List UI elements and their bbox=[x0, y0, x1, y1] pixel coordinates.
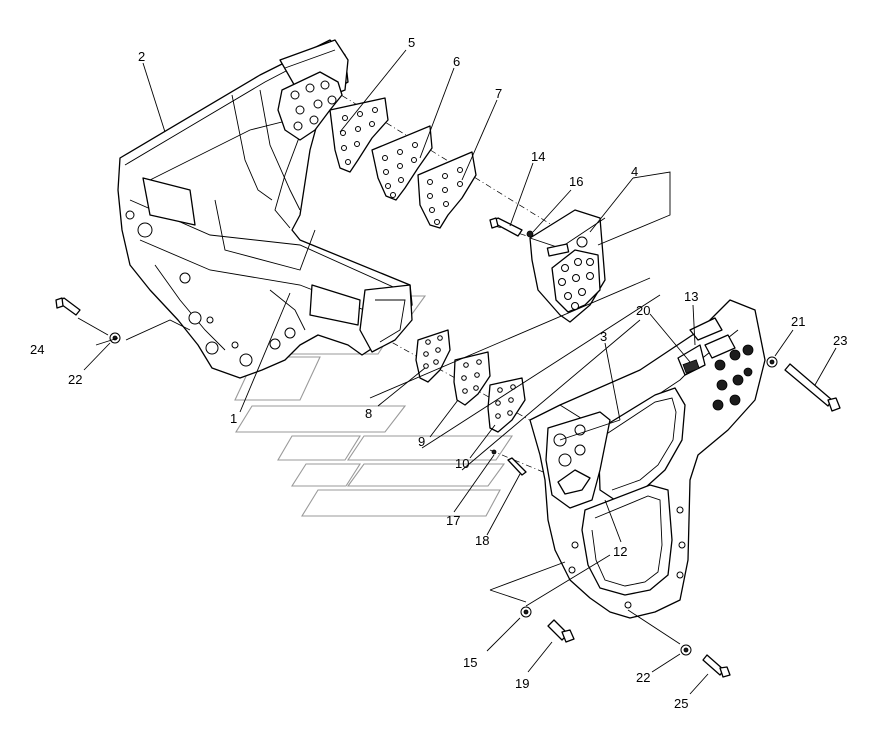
bolt-24 bbox=[55, 297, 81, 316]
leader-lines bbox=[77, 49, 837, 695]
callout-2: 2 bbox=[138, 49, 145, 64]
callout-15: 15 bbox=[463, 655, 477, 670]
callout-8: 8 bbox=[365, 406, 372, 421]
callout-21: 21 bbox=[791, 314, 805, 329]
pin-17 bbox=[491, 449, 497, 455]
washer-22-bottom bbox=[680, 644, 692, 656]
callout-labels: 1 2 3 4 5 6 7 8 9 10 12 13 14 15 16 17 1… bbox=[30, 35, 847, 711]
frame-top-wear-plate bbox=[277, 71, 343, 141]
callout-22-bottom: 22 bbox=[636, 670, 650, 685]
callout-3: 3 bbox=[600, 329, 607, 344]
wear-plate-8 bbox=[415, 329, 451, 383]
callout-4: 4 bbox=[631, 164, 638, 179]
callout-1: 1 bbox=[230, 411, 237, 426]
callout-25: 25 bbox=[674, 696, 688, 711]
washer-21 bbox=[766, 356, 778, 368]
bolt-14 bbox=[489, 217, 523, 237]
callout-5: 5 bbox=[408, 35, 415, 50]
wear-plate-10 bbox=[487, 377, 526, 433]
bolt-25 bbox=[702, 654, 731, 678]
wear-plate-5 bbox=[329, 97, 389, 173]
callout-12: 12 bbox=[613, 544, 627, 559]
callout-16: 16 bbox=[569, 174, 583, 189]
callout-10: 10 bbox=[455, 456, 469, 471]
callout-23: 23 bbox=[833, 333, 847, 348]
side-frame-part bbox=[529, 299, 766, 619]
washer-22-left bbox=[109, 332, 121, 344]
front-frame-part bbox=[117, 39, 413, 379]
wear-plate-6 bbox=[371, 125, 433, 201]
callout-9: 9 bbox=[418, 434, 425, 449]
nut-16 bbox=[526, 230, 534, 238]
wear-plate-7 bbox=[417, 151, 477, 229]
bolt-19 bbox=[547, 619, 575, 643]
callout-17: 17 bbox=[446, 513, 460, 528]
guide-block-part bbox=[529, 209, 606, 323]
callout-24: 24 bbox=[30, 342, 44, 357]
callout-6: 6 bbox=[453, 54, 460, 69]
callout-7: 7 bbox=[495, 86, 502, 101]
callout-20: 20 bbox=[636, 303, 650, 318]
washer-15 bbox=[520, 606, 532, 618]
wear-plate-9 bbox=[453, 351, 491, 406]
pin-18 bbox=[507, 457, 527, 476]
bolt-23 bbox=[784, 363, 841, 412]
callout-18: 18 bbox=[475, 533, 489, 548]
callout-22-left: 22 bbox=[68, 372, 82, 387]
callout-14: 14 bbox=[531, 149, 545, 164]
callout-19: 19 bbox=[515, 676, 529, 691]
callout-13: 13 bbox=[684, 289, 698, 304]
